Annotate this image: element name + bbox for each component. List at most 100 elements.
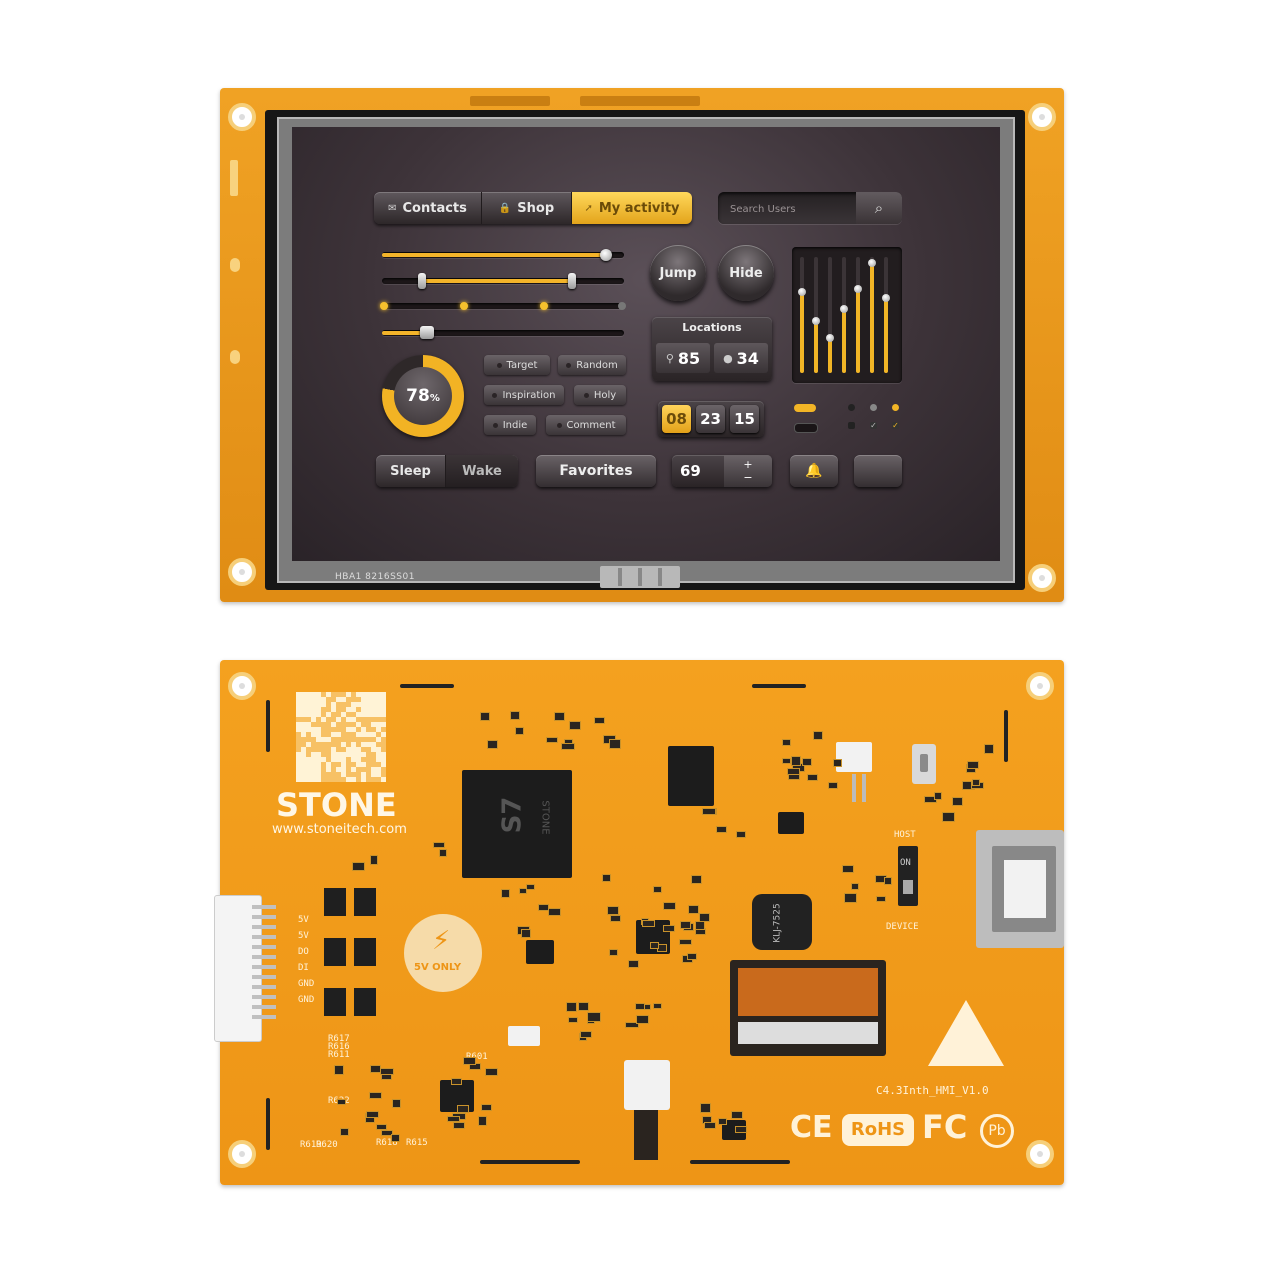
mode-switch[interactable] — [898, 846, 918, 906]
qr-module — [351, 707, 356, 712]
eq-knob[interactable] — [798, 287, 806, 296]
qr-module — [311, 697, 316, 702]
device-label: DEVICE — [886, 922, 919, 932]
qr-module — [296, 712, 301, 717]
mosfet — [354, 888, 376, 916]
pin-label: DO — [298, 947, 309, 957]
qr-module — [346, 752, 351, 757]
jump-button[interactable]: Jump — [650, 245, 706, 301]
decrement-button[interactable]: − — [743, 471, 753, 484]
envelope-icon: ✉ — [388, 202, 397, 214]
tab-shop[interactable]: 🔒 Shop — [482, 192, 572, 224]
qr-module — [351, 752, 356, 757]
eq-knob[interactable] — [882, 293, 890, 302]
qr-module — [376, 747, 381, 752]
tag-inspiration[interactable]: Inspiration — [484, 385, 564, 405]
tab-my-activity[interactable]: ➚ My activity — [572, 192, 692, 224]
tag-random[interactable]: Random — [558, 355, 626, 375]
eq-level — [856, 289, 860, 373]
range-knob-left[interactable] — [418, 273, 426, 289]
pb-free-mark: Pb — [980, 1114, 1014, 1148]
tag-holy[interactable]: Holy — [574, 385, 626, 405]
toggle-on[interactable] — [794, 404, 816, 412]
small-connector[interactable] — [624, 1060, 670, 1110]
slider-3[interactable] — [380, 302, 626, 310]
eq-track[interactable] — [828, 257, 832, 373]
time-minutes[interactable]: 23 — [696, 405, 725, 433]
qr-module — [306, 777, 311, 782]
qr-module — [381, 777, 386, 782]
tab-contacts[interactable]: ✉ Contacts — [374, 192, 482, 224]
time-picker: 08 23 15 — [658, 401, 764, 437]
qr-module — [316, 712, 321, 717]
tag-target[interactable]: Target — [484, 355, 550, 375]
radio-on[interactable] — [892, 404, 899, 411]
reset-button-cap[interactable] — [920, 754, 928, 772]
qr-module — [346, 747, 351, 752]
time-hours[interactable]: 08 — [662, 405, 691, 433]
checkbox-checked-accent[interactable]: ✓ — [892, 421, 899, 430]
wake-button[interactable]: Wake — [446, 455, 518, 487]
qr-module — [321, 702, 326, 707]
slider-knob[interactable] — [600, 249, 612, 261]
toggle-off[interactable] — [794, 423, 818, 433]
qr-module — [306, 712, 311, 717]
hide-button[interactable]: Hide — [718, 245, 774, 301]
qr-module — [356, 712, 361, 717]
time-seconds[interactable]: 15 — [730, 405, 759, 433]
qr-module — [321, 757, 326, 762]
tag-indie[interactable]: Indie — [484, 415, 536, 435]
sleep-button[interactable]: Sleep — [376, 455, 446, 487]
checkbox-checked[interactable]: ✓ — [870, 421, 877, 430]
qr-module — [331, 732, 336, 737]
qr-module — [296, 702, 301, 707]
eq-track[interactable] — [814, 257, 818, 373]
resistor-label: R617 — [328, 1034, 350, 1044]
qr-module — [371, 772, 376, 777]
range-knob-right[interactable] — [568, 273, 576, 289]
slider-2[interactable] — [382, 273, 624, 289]
qr-module — [296, 722, 301, 727]
slider-4[interactable] — [382, 326, 624, 339]
eq-knob[interactable] — [840, 305, 848, 314]
search-button[interactable]: ⌕ — [856, 192, 902, 224]
white-header[interactable] — [836, 742, 872, 772]
slider-knob[interactable] — [420, 326, 434, 339]
search-input[interactable] — [728, 198, 852, 220]
sleep-wake-toggle: Sleep Wake — [376, 455, 518, 487]
bell-button[interactable]: 🔔 — [790, 455, 838, 487]
qr-module — [361, 732, 366, 737]
favorites-button[interactable]: Favorites — [536, 455, 656, 487]
resistor-label: R615 — [406, 1138, 428, 1148]
qr-module — [361, 692, 366, 697]
qr-module — [301, 732, 306, 737]
qr-module — [341, 762, 346, 767]
small-chip — [722, 1120, 746, 1140]
locations-right[interactable]: ● 34 — [714, 343, 768, 373]
eq-knob[interactable] — [868, 258, 876, 267]
qr-module — [351, 727, 356, 732]
qr-module — [376, 737, 381, 742]
switch-slider[interactable] — [903, 880, 913, 894]
slider-1[interactable] — [382, 249, 624, 261]
radio-mid[interactable] — [870, 404, 877, 411]
eq-knob[interactable] — [826, 334, 834, 343]
qr-module — [351, 702, 356, 707]
eq-knob[interactable] — [812, 316, 820, 325]
checkbox-off[interactable] — [848, 422, 855, 429]
brand-website: www.stoneitech.com — [272, 822, 407, 837]
qr-module — [296, 697, 301, 702]
qr-module — [361, 702, 366, 707]
tag-comment[interactable]: Comment — [546, 415, 626, 435]
mount-hole — [228, 672, 256, 700]
eq-knob[interactable] — [854, 285, 862, 294]
apple-button[interactable] — [854, 455, 902, 487]
qr-module — [356, 757, 361, 762]
locations-left[interactable]: ⚲ 85 — [656, 343, 710, 373]
small-connector[interactable] — [508, 1026, 540, 1046]
qr-module — [326, 762, 331, 767]
radio-off[interactable] — [848, 404, 855, 411]
mosfet — [324, 938, 346, 966]
increment-button[interactable]: + — [743, 458, 753, 471]
bell-icon: 🔔 — [805, 463, 823, 479]
